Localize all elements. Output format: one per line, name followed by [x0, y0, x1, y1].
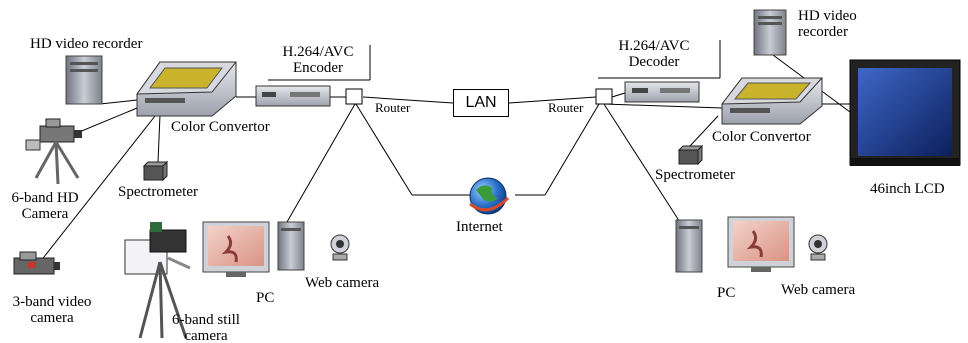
still-camera-label-line2: camera	[184, 328, 228, 343]
decoder-label: H.264/AVC Decoder	[604, 38, 704, 70]
encoder-device-icon	[255, 85, 331, 107]
internet-globe-icon	[469, 177, 510, 215]
webcam-icon	[330, 234, 350, 261]
encoder-label-line1: H.264/AVC	[282, 44, 354, 60]
lcd-label: 46inch LCD	[870, 181, 945, 197]
video-camera-label-line1: 3-band video	[12, 294, 92, 310]
router-left-label: Router	[375, 100, 411, 115]
pc-monitor-icon	[202, 221, 270, 277]
hd-recorder-right-line1: HD video	[798, 8, 857, 24]
decoder-label-line1: H.264/AVC	[618, 38, 690, 54]
hd-recorder-right-tower-icon	[753, 9, 787, 56]
hd-recorder-left-label: HD video recorder	[30, 36, 143, 52]
pc-tower-icon	[277, 221, 305, 271]
spectrometer-right-icon	[677, 144, 704, 166]
spectrometer-right-label: Spectrometer	[655, 167, 735, 183]
hd-camera-tripod-icon	[25, 118, 82, 185]
hd-recorder-right-label: HD video recorder	[798, 8, 857, 40]
still-camera-label-line1: 6-band still	[172, 312, 240, 328]
still-camera-tripod-icon	[124, 222, 191, 339]
decoder-label-line2: Decoder	[628, 54, 680, 70]
decoder-device-icon	[624, 81, 700, 103]
router-right-label: Router	[548, 100, 584, 115]
still-camera-label: 6-band still camera	[158, 312, 254, 343]
router-left-icon	[345, 88, 363, 105]
pc-right-label: PC	[717, 285, 736, 301]
video-camera-icon	[13, 251, 60, 275]
hd-camera-label-line1: 6-band HD	[11, 190, 79, 206]
pc-tower-right-icon	[675, 219, 703, 273]
color-convertor-icon	[136, 61, 238, 117]
internet-label: Internet	[456, 219, 503, 235]
hd-recorder-right-line2: recorder	[798, 24, 848, 40]
webcam-right-label: Web camera	[781, 282, 856, 298]
color-convertor-left-label: Color Convertor	[171, 119, 270, 135]
color-convertor-right-icon	[720, 77, 824, 125]
spectrometer-icon	[142, 160, 169, 182]
hd-recorder-tower-icon	[65, 55, 103, 105]
lcd-monitor-icon	[849, 59, 961, 166]
color-convertor-right-label: Color Convertor	[712, 129, 811, 145]
pc-left-label: PC	[256, 290, 275, 306]
hd-camera-label-line2: Camera	[21, 206, 69, 222]
router-right-icon	[595, 88, 613, 105]
encoder-label-line2: Encoder	[293, 60, 343, 76]
lan-box: LAN	[453, 89, 509, 117]
webcam-right-icon	[808, 234, 828, 261]
video-camera-label-line2: camera	[30, 310, 74, 326]
pc-monitor-right-icon	[727, 216, 795, 272]
hd-camera-label: 6-band HD Camera	[2, 190, 88, 222]
spectrometer-left-label: Spectrometer	[118, 184, 198, 200]
video-camera-label: 3-band video camera	[2, 294, 102, 326]
webcam-left-label: Web camera	[305, 275, 380, 291]
encoder-label: H.264/AVC Encoder	[268, 44, 368, 76]
